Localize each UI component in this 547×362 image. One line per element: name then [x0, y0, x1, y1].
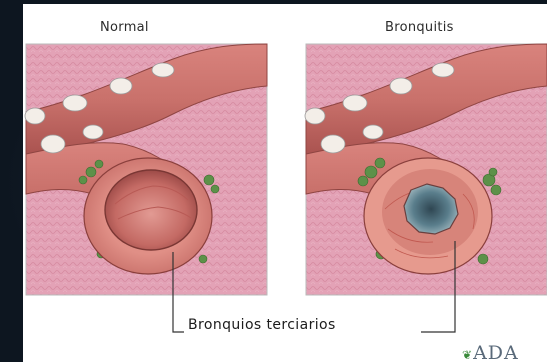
- cartilage-ring: [432, 63, 454, 77]
- cartilage-ring: [110, 78, 132, 94]
- illustration-card: Normal Bronquitis Bronquios terciarios ❦…: [23, 4, 547, 362]
- cartilage-ring: [343, 95, 367, 111]
- cartilage-ring: [305, 108, 325, 124]
- cartilage-ring: [152, 63, 174, 77]
- adam-logo: ❦ADA: [462, 342, 519, 362]
- logo-text: ADA: [473, 342, 519, 362]
- normal-bronchus-lumen: [105, 170, 197, 250]
- normal-panel: [25, 44, 267, 295]
- cartilage-ring: [321, 135, 345, 153]
- cartilage-ring: [363, 125, 383, 139]
- bronchitis-panel-title: Bronquitis: [385, 20, 454, 35]
- normal-panel-title: Normal: [100, 20, 149, 35]
- cartilage-ring: [390, 78, 412, 94]
- bronchi-illustration: [23, 4, 547, 362]
- cartilage-ring: [83, 125, 103, 139]
- cartilage-ring: [41, 135, 65, 153]
- tertiary-bronchi-caption: Bronquios terciarios: [184, 317, 340, 333]
- leaf-icon: ❦: [462, 348, 473, 362]
- cartilage-ring: [63, 95, 87, 111]
- bronchitis-panel: [305, 44, 547, 295]
- cartilage-ring: [25, 108, 45, 124]
